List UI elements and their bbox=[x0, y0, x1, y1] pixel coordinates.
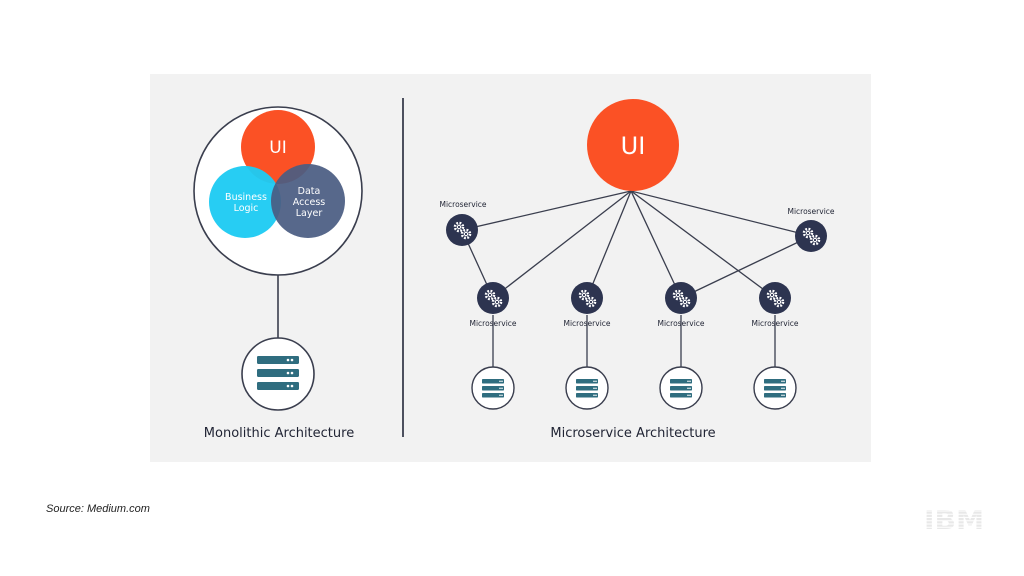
microservice-node-4 bbox=[759, 282, 791, 314]
data-access-label-line1: Data bbox=[298, 186, 321, 197]
monolith-ui-circle bbox=[241, 110, 315, 184]
microservice-ui-label: UI bbox=[621, 132, 646, 160]
monolith-ui-label: UI bbox=[269, 138, 286, 158]
microservice-node-top-right bbox=[795, 220, 827, 252]
microservice-database-3 bbox=[659, 366, 703, 410]
microservice-label-3: Microservice bbox=[657, 319, 704, 328]
microservice-node-1 bbox=[477, 282, 509, 314]
microservice-caption: Microservice Architecture bbox=[550, 426, 715, 441]
server-icon bbox=[764, 379, 786, 398]
microservice-label-top-right: Microservice bbox=[787, 207, 834, 216]
monolith-database-icon bbox=[241, 337, 315, 411]
ibm-logo: IBM bbox=[924, 506, 984, 531]
ibm-logo-text: IBM bbox=[924, 506, 984, 531]
source-citation: Source: Medium.com bbox=[46, 503, 150, 515]
business-logic-label-line2: Logic bbox=[234, 203, 259, 214]
business-logic-circle bbox=[209, 166, 281, 238]
data-access-label-line3: Layer bbox=[296, 208, 323, 219]
data-access-label-line2: Access bbox=[293, 197, 326, 208]
server-icon bbox=[670, 379, 692, 398]
microservice-database-4 bbox=[753, 366, 797, 410]
microservice-label-4: Microservice bbox=[751, 319, 798, 328]
microservice-node-3 bbox=[665, 282, 697, 314]
business-logic-label-line1: Business bbox=[225, 192, 267, 203]
microservice-node-2 bbox=[571, 282, 603, 314]
microservice-label-top-left: Microservice bbox=[439, 200, 486, 209]
microservice-database-1 bbox=[471, 366, 515, 410]
microservice-label-2: Microservice bbox=[563, 319, 610, 328]
data-access-layer-circle bbox=[271, 164, 345, 238]
microservice-label-1: Microservice bbox=[469, 319, 516, 328]
monolith-caption: Monolithic Architecture bbox=[204, 426, 354, 441]
server-icon bbox=[482, 379, 504, 398]
microservice-ui-circle bbox=[587, 99, 679, 191]
server-icon bbox=[576, 379, 598, 398]
microservice-database-2 bbox=[565, 366, 609, 410]
microservice-connectors bbox=[461, 190, 812, 368]
microservice-node-top-left bbox=[446, 214, 478, 246]
